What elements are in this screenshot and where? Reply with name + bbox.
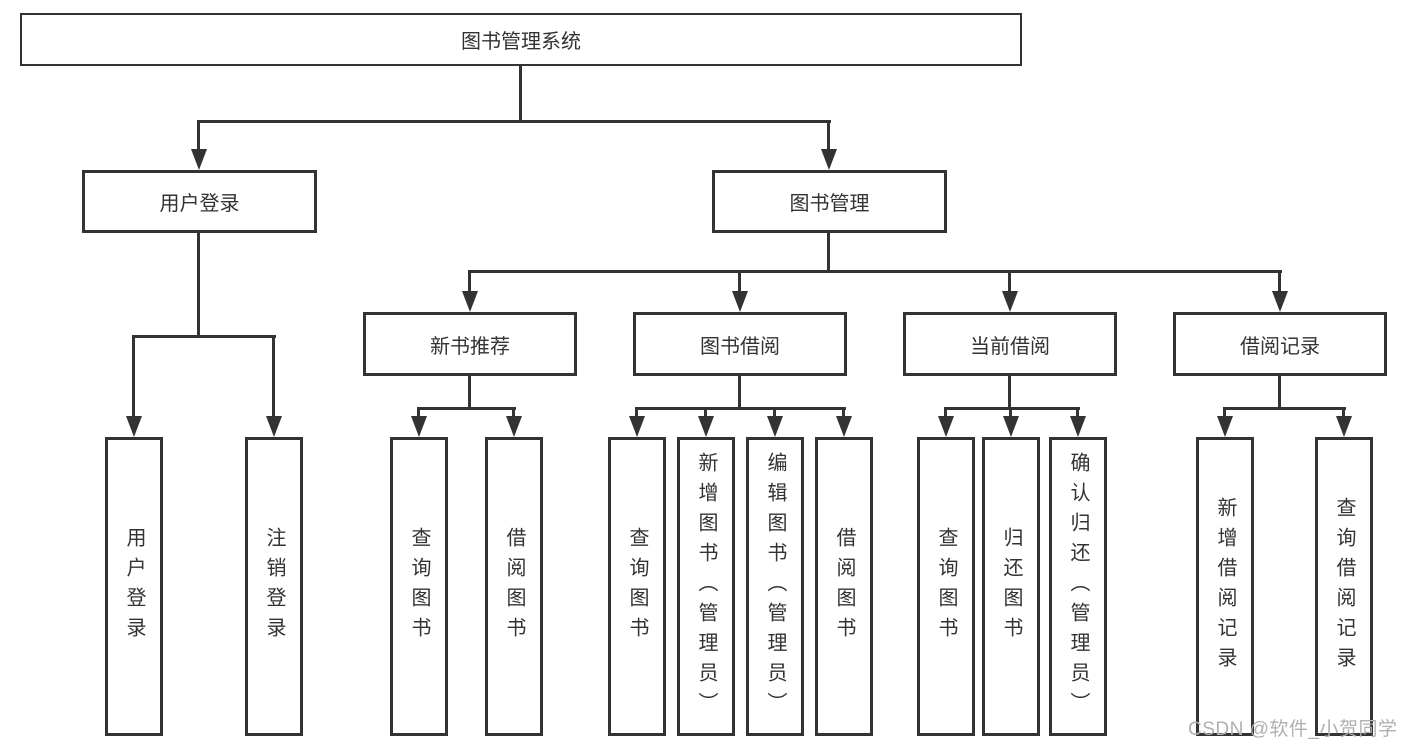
leaf-confirm-return-admin: 确认归还（管理员）	[1049, 437, 1107, 736]
edge-user-login-stem	[197, 231, 200, 338]
leaf-edit-book-admin: 编辑图书（管理员）	[746, 437, 804, 736]
leaf-borrow-books-recommend: 借阅图书	[485, 437, 543, 736]
edge-new-book-recommend-stem	[468, 374, 471, 409]
arrow-down-icon-leaf-borrow-books	[836, 416, 852, 437]
leaf-return-book-label: 归还图书	[1000, 526, 1022, 647]
arrow-down-icon-leaf-edit-book-admin	[767, 416, 783, 437]
edge-to-leaf-add-book-admin	[704, 407, 707, 419]
edge-to-borrowing-records	[1278, 270, 1281, 294]
edge-to-leaf-add-borrow-record	[1223, 407, 1226, 419]
edge-to-leaf-borrow-books-recommend	[512, 407, 515, 419]
arrow-down-icon-book-borrowing	[732, 291, 748, 312]
leaf-borrow-books-label: 借阅图书	[833, 526, 855, 647]
edge-book-management-branch	[468, 270, 1282, 273]
edge-to-leaf-edit-book-admin	[773, 407, 776, 419]
edge-to-book-borrowing	[738, 270, 741, 294]
arrow-down-icon-leaf-query-borrow-record	[1336, 416, 1352, 437]
arrow-down-icon-borrowing-records	[1272, 291, 1288, 312]
leaf-query-books-borrowing: 查询图书	[608, 437, 666, 736]
edge-book-management-stem	[827, 231, 830, 272]
node-current-borrowing-label: 当前借阅	[970, 335, 1050, 358]
edge-to-leaf-logout	[272, 335, 275, 418]
leaf-add-borrow-record: 新增借阅记录	[1196, 437, 1254, 736]
arrow-down-icon-leaf-confirm-return-admin	[1070, 416, 1086, 437]
arrow-down-icon-leaf-query-books-recommend	[411, 416, 427, 437]
node-book-management-label: 图书管理	[789, 193, 870, 215]
leaf-add-book-admin-label: 新增图书（管理员）	[695, 451, 717, 722]
edge-to-book-management	[827, 120, 830, 152]
leaf-borrow-books-recommend-label: 借阅图书	[503, 526, 525, 647]
edge-to-leaf-query-books-borrowing	[635, 407, 638, 419]
node-borrowing-records-label: 借阅记录	[1240, 335, 1320, 358]
arrow-down-icon-leaf-query-books-borrowing	[629, 416, 645, 437]
node-current-borrowing: 当前借阅	[903, 312, 1117, 376]
edge-user-login-branch	[132, 335, 276, 338]
leaf-add-borrow-record-label: 新增借阅记录	[1214, 496, 1236, 677]
edge-book-borrowing-stem	[738, 374, 741, 409]
arrow-down-icon-new-book-recommend	[462, 291, 478, 312]
edge-to-leaf-borrow-books	[842, 407, 845, 419]
edge-borrowing-records-stem	[1278, 374, 1281, 409]
edge-root-branch	[197, 120, 831, 123]
arrow-down-icon-leaf-user-login	[126, 416, 142, 437]
leaf-query-books-recommend-label: 查询图书	[408, 526, 430, 647]
arrow-down-icon-leaf-borrow-books-recommend	[506, 416, 522, 437]
arrow-down-icon-user-login	[191, 149, 207, 170]
leaf-add-book-admin: 新增图书（管理员）	[677, 437, 735, 736]
edge-borrowing-records-branch	[1223, 407, 1346, 410]
node-root: 图书管理系统	[20, 13, 1022, 66]
edge-to-leaf-query-books-recommend	[417, 407, 420, 419]
leaf-query-books-borrowing-label: 查询图书	[626, 526, 648, 647]
leaf-borrow-books: 借阅图书	[815, 437, 873, 736]
leaf-confirm-return-admin-label: 确认归还（管理员）	[1067, 451, 1089, 722]
arrow-down-icon-leaf-add-book-admin	[698, 416, 714, 437]
arrow-down-icon-book-management	[821, 149, 837, 170]
arrow-down-icon-current-borrowing	[1002, 291, 1018, 312]
edge-current-borrowing-stem	[1008, 374, 1011, 409]
node-book-management: 图书管理	[712, 170, 947, 233]
edge-current-borrowing-branch	[944, 407, 1080, 410]
leaf-edit-book-admin-label: 编辑图书（管理员）	[764, 451, 786, 722]
leaf-user-login: 用户登录	[105, 437, 163, 736]
node-book-borrowing: 图书借阅	[633, 312, 847, 376]
edge-to-leaf-query-books-current	[944, 407, 947, 419]
leaf-logout: 注销登录	[245, 437, 303, 736]
edge-to-current-borrowing	[1008, 270, 1011, 294]
arrow-down-icon-leaf-return-book	[1003, 416, 1019, 437]
leaf-query-borrow-record: 查询借阅记录	[1315, 437, 1373, 736]
edge-root-stem	[519, 64, 522, 123]
node-user-login: 用户登录	[82, 170, 317, 233]
edge-new-book-recommend-branch	[417, 407, 516, 410]
edge-to-user-login	[197, 120, 200, 152]
watermark: CSDN @软件_小贺同学	[1188, 719, 1398, 740]
node-borrowing-records: 借阅记录	[1173, 312, 1387, 376]
node-user-login-label: 用户登录	[159, 193, 240, 215]
leaf-query-books-recommend: 查询图书	[390, 437, 448, 736]
edge-to-leaf-confirm-return-admin	[1076, 407, 1079, 419]
arrow-down-icon-leaf-logout	[266, 416, 282, 437]
arrow-down-icon-leaf-query-books-current	[938, 416, 954, 437]
edge-to-new-book-recommend	[468, 270, 471, 294]
leaf-query-borrow-record-label: 查询借阅记录	[1333, 496, 1355, 677]
edge-book-borrowing-branch	[635, 407, 846, 410]
node-new-book-recommend: 新书推荐	[363, 312, 577, 376]
node-new-book-recommend-label: 新书推荐	[430, 335, 510, 358]
leaf-logout-label: 注销登录	[263, 526, 285, 647]
node-book-borrowing-label: 图书借阅	[700, 335, 780, 358]
node-root-label: 图书管理系统	[461, 31, 581, 53]
leaf-user-login-label: 用户登录	[123, 526, 145, 647]
arrow-down-icon-leaf-add-borrow-record	[1217, 416, 1233, 437]
edge-to-leaf-user-login	[132, 335, 135, 418]
leaf-return-book: 归还图书	[982, 437, 1040, 736]
edge-to-leaf-return-book	[1009, 407, 1012, 419]
edge-to-leaf-query-borrow-record	[1342, 407, 1345, 419]
leaf-query-books-current: 查询图书	[917, 437, 975, 736]
leaf-query-books-current-label: 查询图书	[935, 526, 957, 647]
